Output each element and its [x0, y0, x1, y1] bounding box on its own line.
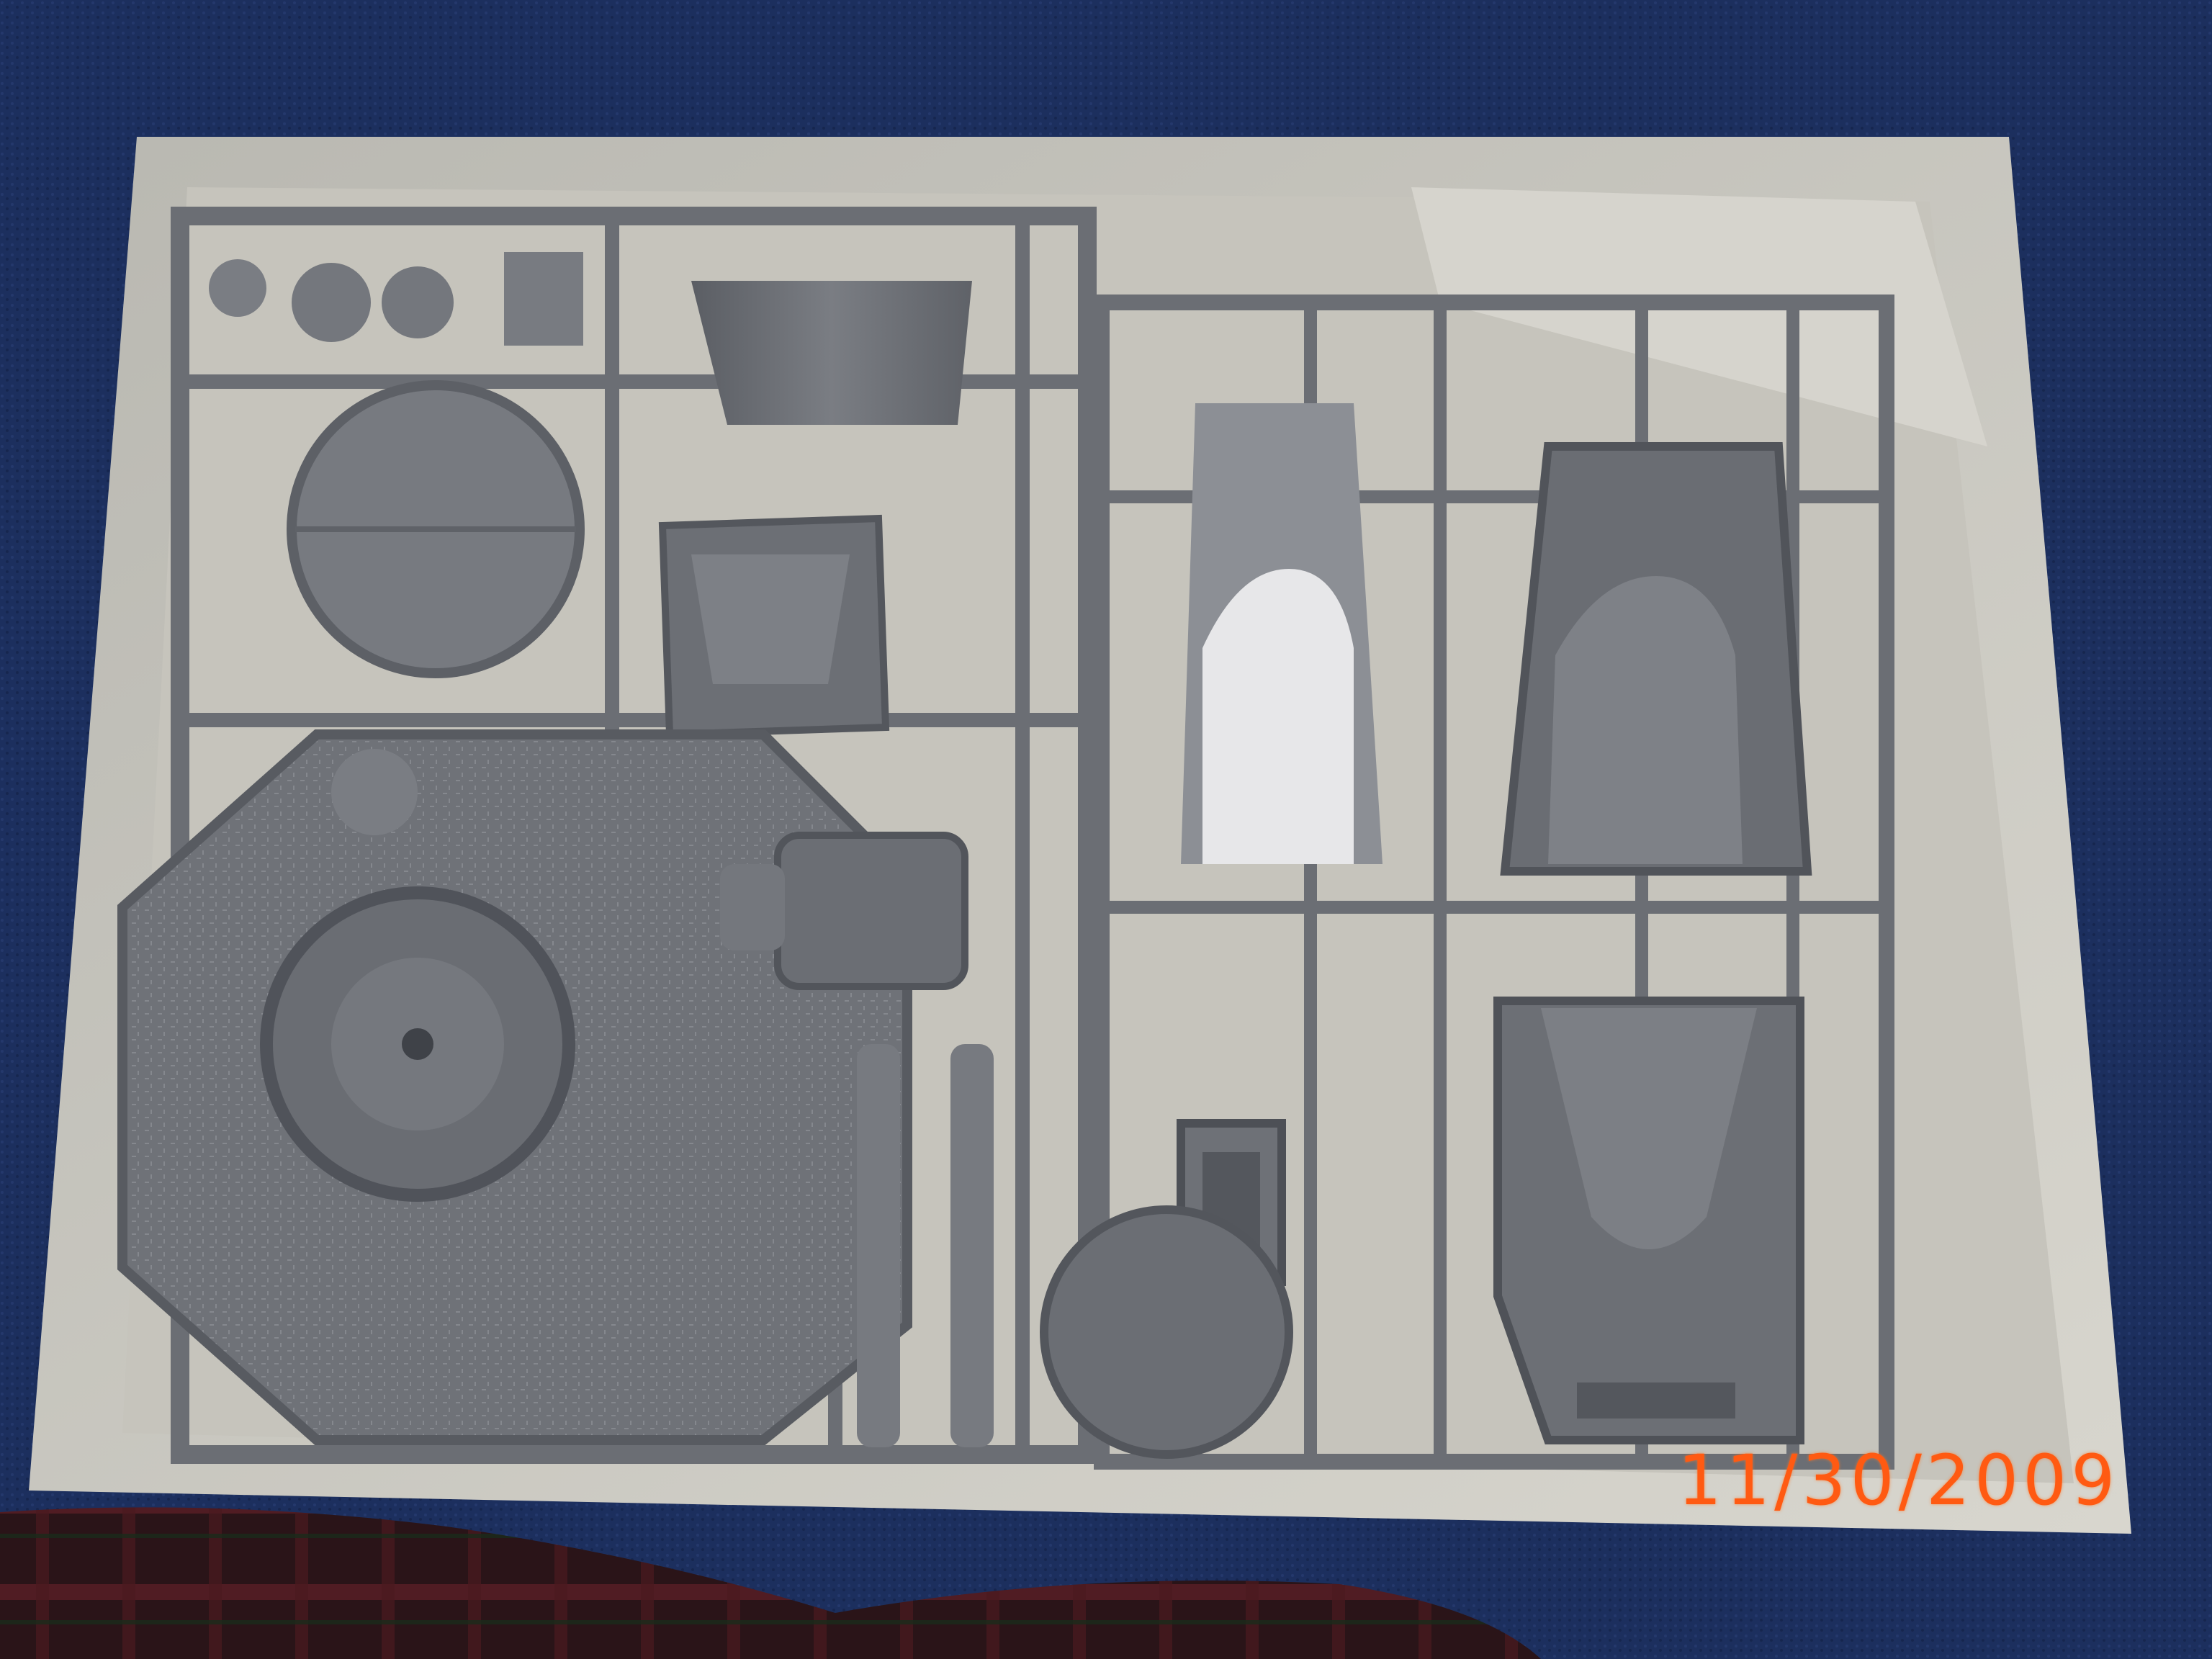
right-sprue: [1040, 295, 1894, 1470]
box-flap: [1411, 187, 1987, 446]
left-sprue: [117, 207, 1097, 1464]
date-stamp: 11/30/2009: [1678, 1440, 2120, 1521]
plaid-fabric: [0, 1507, 1541, 1659]
